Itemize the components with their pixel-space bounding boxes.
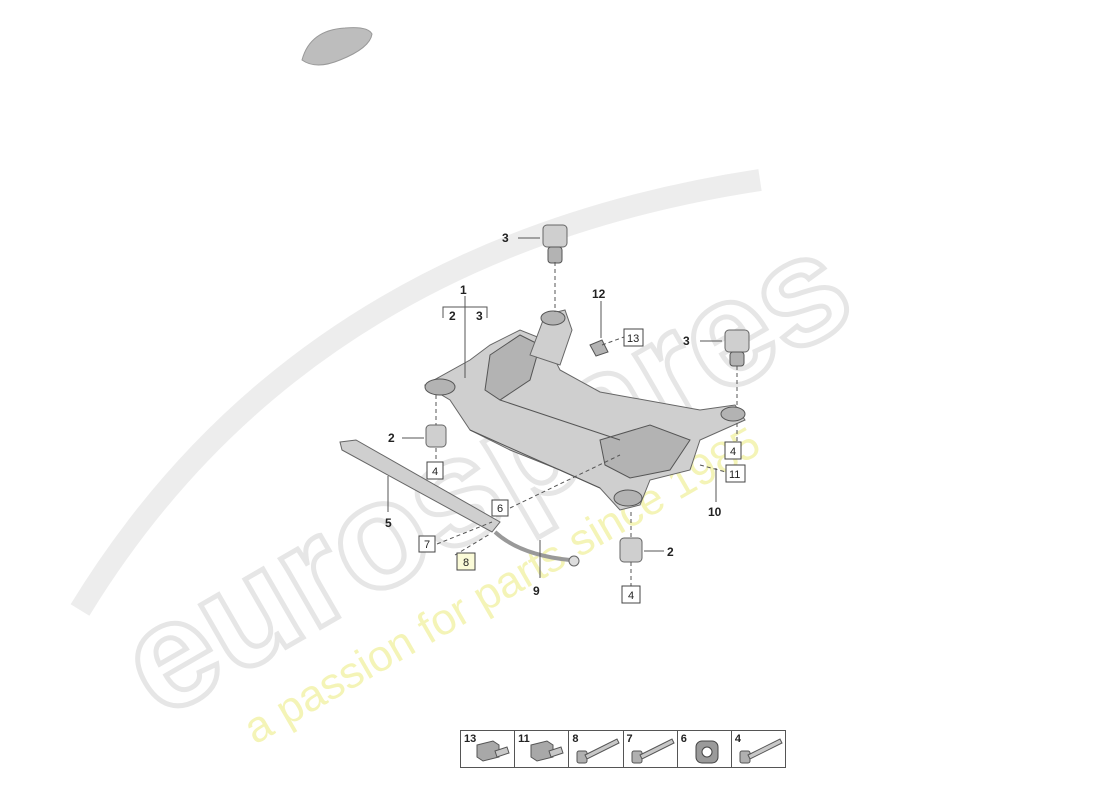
legend-num: 11 bbox=[518, 733, 530, 745]
callout-1-sub-3: 3 bbox=[476, 309, 483, 323]
leader-lines bbox=[387, 237, 722, 578]
hex-bolt-long-icon bbox=[631, 738, 675, 764]
legend-cell-13: 13 bbox=[461, 731, 516, 767]
boxed-ref-4-right: 4 bbox=[730, 446, 736, 458]
boxed-ref-7: 7 bbox=[424, 539, 430, 551]
callout-5: 5 bbox=[385, 516, 392, 530]
mount-3-top bbox=[542, 224, 568, 264]
callout-9: 9 bbox=[533, 584, 540, 598]
mount-2-right bbox=[619, 537, 643, 563]
boxed-ref-11: 11 bbox=[729, 469, 740, 481]
callout-1-sub-2: 2 bbox=[449, 309, 456, 323]
callout-2-right: 2 bbox=[667, 545, 674, 559]
legend-cell-11: 11 bbox=[515, 731, 570, 767]
legend-cell-6: 6 bbox=[678, 731, 732, 767]
callout-12: 12 bbox=[592, 287, 606, 301]
legend-num: 6 bbox=[680, 733, 687, 745]
hex-bolt-short-icon bbox=[476, 740, 510, 762]
legend-num: 4 bbox=[734, 733, 741, 745]
fastener-legend: 13 11 8 7 6 4 bbox=[460, 730, 786, 768]
legend-cell-7: 7 bbox=[624, 731, 678, 767]
callout-1: 1 bbox=[460, 283, 467, 297]
assembly-lines bbox=[435, 262, 738, 586]
watermark-brand: eurospares bbox=[92, 198, 876, 748]
boxed-ref-8: 8 bbox=[463, 557, 469, 569]
boxed-ref-6: 6 bbox=[497, 503, 503, 515]
callout-2-left: 2 bbox=[388, 431, 395, 445]
rear-axle-subframe bbox=[424, 309, 746, 511]
car-silhouette-icon bbox=[301, 27, 373, 66]
mount-3-right bbox=[724, 329, 750, 367]
watermark: eurospares a passion for parts since 198… bbox=[70, 169, 879, 754]
callouts: 1 2 3 3 3 2 2 5 9 10 12 bbox=[385, 231, 722, 598]
legend-cell-8: 8 bbox=[569, 731, 624, 767]
callout-3-right: 3 bbox=[683, 334, 690, 348]
boxed-refs: 4 4 4 6 7 8 11 13 bbox=[418, 328, 746, 604]
hex-bolt-long-icon bbox=[739, 738, 783, 764]
callout-3-top: 3 bbox=[502, 231, 509, 245]
legend-num: 8 bbox=[572, 733, 579, 745]
cable bbox=[493, 530, 580, 567]
spacer-sleeve-icon bbox=[695, 740, 719, 764]
legend-cell-4: 4 bbox=[732, 731, 785, 767]
boxed-ref-4-bottom: 4 bbox=[628, 590, 634, 602]
callout-10: 10 bbox=[708, 505, 722, 519]
strut-bar bbox=[339, 439, 501, 533]
legend-num: 13 bbox=[464, 733, 477, 745]
boxed-ref-13: 13 bbox=[627, 333, 639, 345]
boxed-ref-4-left: 4 bbox=[432, 466, 438, 478]
hex-bolt-short-icon bbox=[530, 740, 564, 762]
hex-bolt-long-icon bbox=[576, 738, 621, 764]
mount-2-left bbox=[425, 424, 447, 448]
legend-num: 7 bbox=[626, 733, 633, 745]
